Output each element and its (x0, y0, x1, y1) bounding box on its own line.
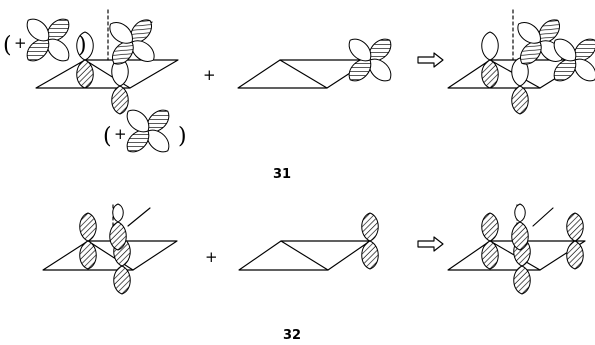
paren-close: ) (78, 33, 87, 58)
reactant-a-frame-32 (42, 204, 178, 271)
open-double-arrow-icon (417, 236, 444, 252)
scheme-32: + (42, 203, 586, 343)
reactant-b-frame-32 (238, 240, 371, 271)
d-orbital-apex (104, 14, 160, 70)
paren-open: ( (3, 33, 12, 58)
sp-lobe-apex-32 (109, 203, 127, 251)
label-31: 31 (273, 167, 291, 182)
scheme-31: ( + ) ( + ) + (3, 9, 595, 182)
p-orbital-bridge-product (511, 57, 529, 115)
open-double-arrow-icon (417, 52, 444, 68)
paren-plus: + (14, 34, 27, 52)
paren-d-orbital-top: ( + ) (3, 13, 87, 67)
plus-sign-32: + (205, 248, 218, 266)
label-32: 32 (283, 328, 301, 343)
paren-open: ( (103, 124, 112, 149)
paren-d-orbital-bottom: ( + ) (103, 104, 187, 158)
plus-sign: + (203, 66, 216, 84)
paren-close: ) (178, 124, 187, 149)
sp-lobe-apex-product-32 (511, 203, 529, 251)
paren-plus: + (114, 125, 127, 143)
